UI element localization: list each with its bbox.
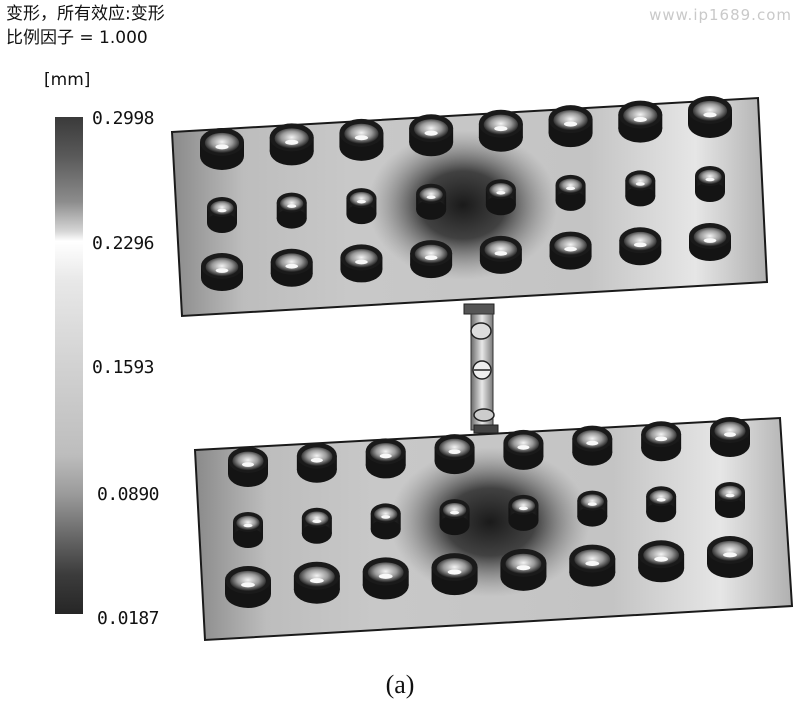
top-cup-r0-c0 <box>200 128 244 170</box>
top-cup-r1-c7 <box>695 166 725 202</box>
header-title: 变形，所有效应:变形 <box>6 4 165 24</box>
bottom-cup-r1-c0 <box>233 512 263 548</box>
top-cup-r0-c3 <box>409 114 454 157</box>
bottom-cup-r2-c5 <box>569 544 616 587</box>
top-cup-r0-c6 <box>618 100 663 143</box>
legend-tick-1: 0.2296 <box>92 233 155 254</box>
figure-caption: (a) <box>385 670 415 699</box>
top-cup-r0-c7 <box>688 96 732 138</box>
top-cup-r2-c3 <box>410 240 453 279</box>
bottom-cup-r2-c4 <box>500 548 547 591</box>
bottom-cup-r1-c2 <box>370 503 401 540</box>
bottom-cup-r1-c3 <box>439 499 470 536</box>
cups-layer <box>200 96 753 608</box>
bottom-cup-r0-c3 <box>434 434 475 475</box>
bottom-cup-r0-c0 <box>228 447 268 487</box>
bottom-cup-r2-c1 <box>293 561 340 604</box>
bottom-cup-r1-c1 <box>301 507 332 544</box>
top-cup-r1-c2 <box>346 188 377 225</box>
bottom-cup-r2-c3 <box>431 553 478 596</box>
top-cup-r0-c2 <box>339 118 384 161</box>
bottom-cup-r1-c6 <box>646 486 677 523</box>
bottom-cup-r1-c4 <box>508 494 539 531</box>
bottom-cup-r1-c7 <box>715 482 745 518</box>
top-cup-r1-c1 <box>276 192 307 229</box>
legend-tick-0: 0.2998 <box>92 108 155 129</box>
top-cup-r0-c4 <box>478 109 523 152</box>
bottom-cup-r0-c2 <box>365 438 406 479</box>
header-scale: 比例因子 = 1.000 <box>6 28 148 48</box>
bottom-plate <box>193 416 794 642</box>
watermark: www.ip1689.com <box>649 6 792 24</box>
top-cup-r2-c6 <box>619 227 662 266</box>
top-cup-r1-c6 <box>625 170 656 207</box>
runner-sprue <box>463 303 499 434</box>
top-cup-r1-c3 <box>416 183 447 220</box>
bottom-cup-r0-c7 <box>710 417 750 457</box>
bottom-cup-r0-c5 <box>572 425 613 466</box>
top-cup-r1-c4 <box>485 179 516 216</box>
legend-tick-3: 0.0890 <box>97 484 160 505</box>
bottom-cup-r2-c0 <box>225 566 271 608</box>
bottom-cup-r2-c6 <box>638 540 685 583</box>
top-cup-r1-c0 <box>207 197 237 233</box>
bottom-cup-r2-c7 <box>707 536 753 578</box>
top-cup-r2-c1 <box>270 248 313 287</box>
bottom-cup-r0-c1 <box>296 442 337 483</box>
legend-tick-2: 0.1593 <box>92 357 155 378</box>
top-cup-r2-c2 <box>340 244 383 283</box>
bottom-cup-r0-c6 <box>641 421 682 462</box>
top-cup-r2-c0 <box>201 253 243 291</box>
bottom-cup-r1-c5 <box>577 490 608 527</box>
top-cup-r2-c7 <box>689 223 731 261</box>
top-cup-r2-c5 <box>549 231 592 270</box>
top-cup-r1-c5 <box>555 174 586 211</box>
top-cup-r0-c5 <box>548 105 593 148</box>
bottom-cup-r0-c4 <box>503 429 544 470</box>
legend-color-bar <box>55 117 83 614</box>
top-cup-r0-c1 <box>269 123 314 166</box>
top-cup-r2-c4 <box>479 235 522 274</box>
top-plate <box>170 96 769 318</box>
legend-tick-4: 0.0187 <box>97 608 160 629</box>
bottom-cup-r2-c2 <box>362 557 409 600</box>
legend-unit: [mm] <box>44 70 91 90</box>
